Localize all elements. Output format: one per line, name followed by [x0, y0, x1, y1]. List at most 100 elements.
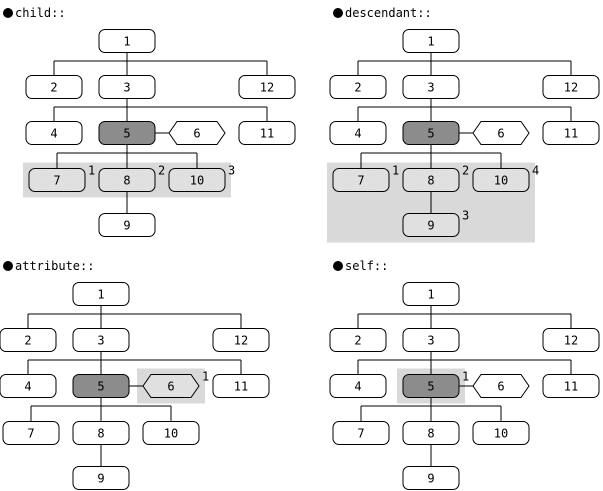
- element-node: [98, 75, 156, 99]
- attribute-node: [142, 374, 200, 398]
- attribute-node: [168, 121, 226, 145]
- element-node: [72, 328, 130, 352]
- context-node: [402, 374, 460, 398]
- element-node: [2, 421, 60, 445]
- bullet-icon: [3, 8, 13, 18]
- bullet-icon: [333, 261, 343, 271]
- node-label: 9: [427, 472, 434, 486]
- element-node: [238, 75, 296, 99]
- node-label: 1: [97, 288, 104, 302]
- node-label: 3: [427, 334, 434, 348]
- node-label: 12: [564, 334, 578, 348]
- node-label: 6: [497, 127, 504, 141]
- element-node: [0, 328, 57, 352]
- element-node: [329, 374, 387, 398]
- document-order-label: 3: [228, 164, 235, 178]
- element-node: [238, 121, 296, 145]
- element-node: [402, 282, 460, 306]
- element-node: [212, 328, 270, 352]
- element-node: [332, 168, 390, 192]
- document-order-label: 1: [202, 370, 209, 384]
- node-label: 3: [123, 81, 130, 95]
- node-label: 9: [97, 472, 104, 486]
- node-label: 7: [357, 427, 364, 441]
- node-label: 6: [497, 380, 504, 394]
- context-node: [98, 121, 156, 145]
- element-node: [472, 168, 530, 192]
- node-label: 5: [427, 380, 434, 394]
- node-label: 4: [354, 380, 361, 394]
- element-node: [168, 168, 226, 192]
- node-label: 3: [427, 81, 434, 95]
- axis-title: child::: [3, 6, 66, 20]
- element-node: [542, 328, 600, 352]
- element-node: [25, 75, 83, 99]
- element-node: [98, 29, 156, 53]
- node-label: 12: [234, 334, 248, 348]
- document-order-label: 2: [462, 164, 469, 178]
- element-node: [329, 75, 387, 99]
- node-label: 2: [24, 334, 31, 348]
- node-label: 10: [494, 427, 508, 441]
- element-node: [542, 75, 600, 99]
- element-node: [98, 213, 156, 237]
- element-node: [28, 168, 86, 192]
- element-node: [0, 374, 57, 398]
- element-node: [72, 466, 130, 490]
- element-node: [402, 29, 460, 53]
- element-node: [329, 328, 387, 352]
- element-node: [25, 121, 83, 145]
- node-label: 4: [24, 380, 31, 394]
- node-label: 7: [357, 174, 364, 188]
- element-node: [402, 213, 460, 237]
- node-label: 8: [427, 174, 434, 188]
- node-label: 1: [123, 35, 130, 49]
- node-label: 5: [123, 127, 130, 141]
- element-node: [329, 121, 387, 145]
- node-label: 2: [354, 81, 361, 95]
- element-node: [402, 466, 460, 490]
- node-label: 12: [564, 81, 578, 95]
- attribute-node: [472, 121, 530, 145]
- axis-title-text: attribute::: [15, 259, 95, 273]
- node-label: 8: [97, 427, 104, 441]
- element-node: [542, 374, 600, 398]
- axis-title-text: child::: [15, 6, 66, 20]
- element-node: [402, 328, 460, 352]
- node-label: 10: [190, 174, 204, 188]
- node-label: 1: [427, 288, 434, 302]
- element-node: [72, 421, 130, 445]
- context-node: [72, 374, 130, 398]
- element-node: [402, 75, 460, 99]
- attribute-node: [472, 374, 530, 398]
- node-label: 10: [494, 174, 508, 188]
- node-label: 2: [354, 334, 361, 348]
- node-label: 4: [354, 127, 361, 141]
- node-label: 1: [427, 35, 434, 49]
- node-label: 4: [50, 127, 57, 141]
- element-node: [72, 282, 130, 306]
- element-node: [98, 168, 156, 192]
- node-label: 11: [564, 380, 578, 394]
- element-node: [142, 421, 200, 445]
- node-label: 9: [123, 219, 130, 233]
- bullet-icon: [3, 261, 13, 271]
- node-label: 7: [27, 427, 34, 441]
- context-node: [402, 121, 460, 145]
- document-order-label: 1: [392, 164, 399, 178]
- document-order-label: 1: [462, 370, 469, 384]
- node-label: 6: [193, 127, 200, 141]
- node-label: 7: [53, 174, 60, 188]
- node-label: 10: [164, 427, 178, 441]
- axis-title-text: descendant::: [345, 6, 432, 20]
- axis-title: descendant::: [333, 6, 432, 20]
- node-label: 11: [260, 127, 274, 141]
- node-label: 6: [167, 380, 174, 394]
- node-label: 12: [260, 81, 274, 95]
- axis-title-text: self::: [345, 259, 389, 273]
